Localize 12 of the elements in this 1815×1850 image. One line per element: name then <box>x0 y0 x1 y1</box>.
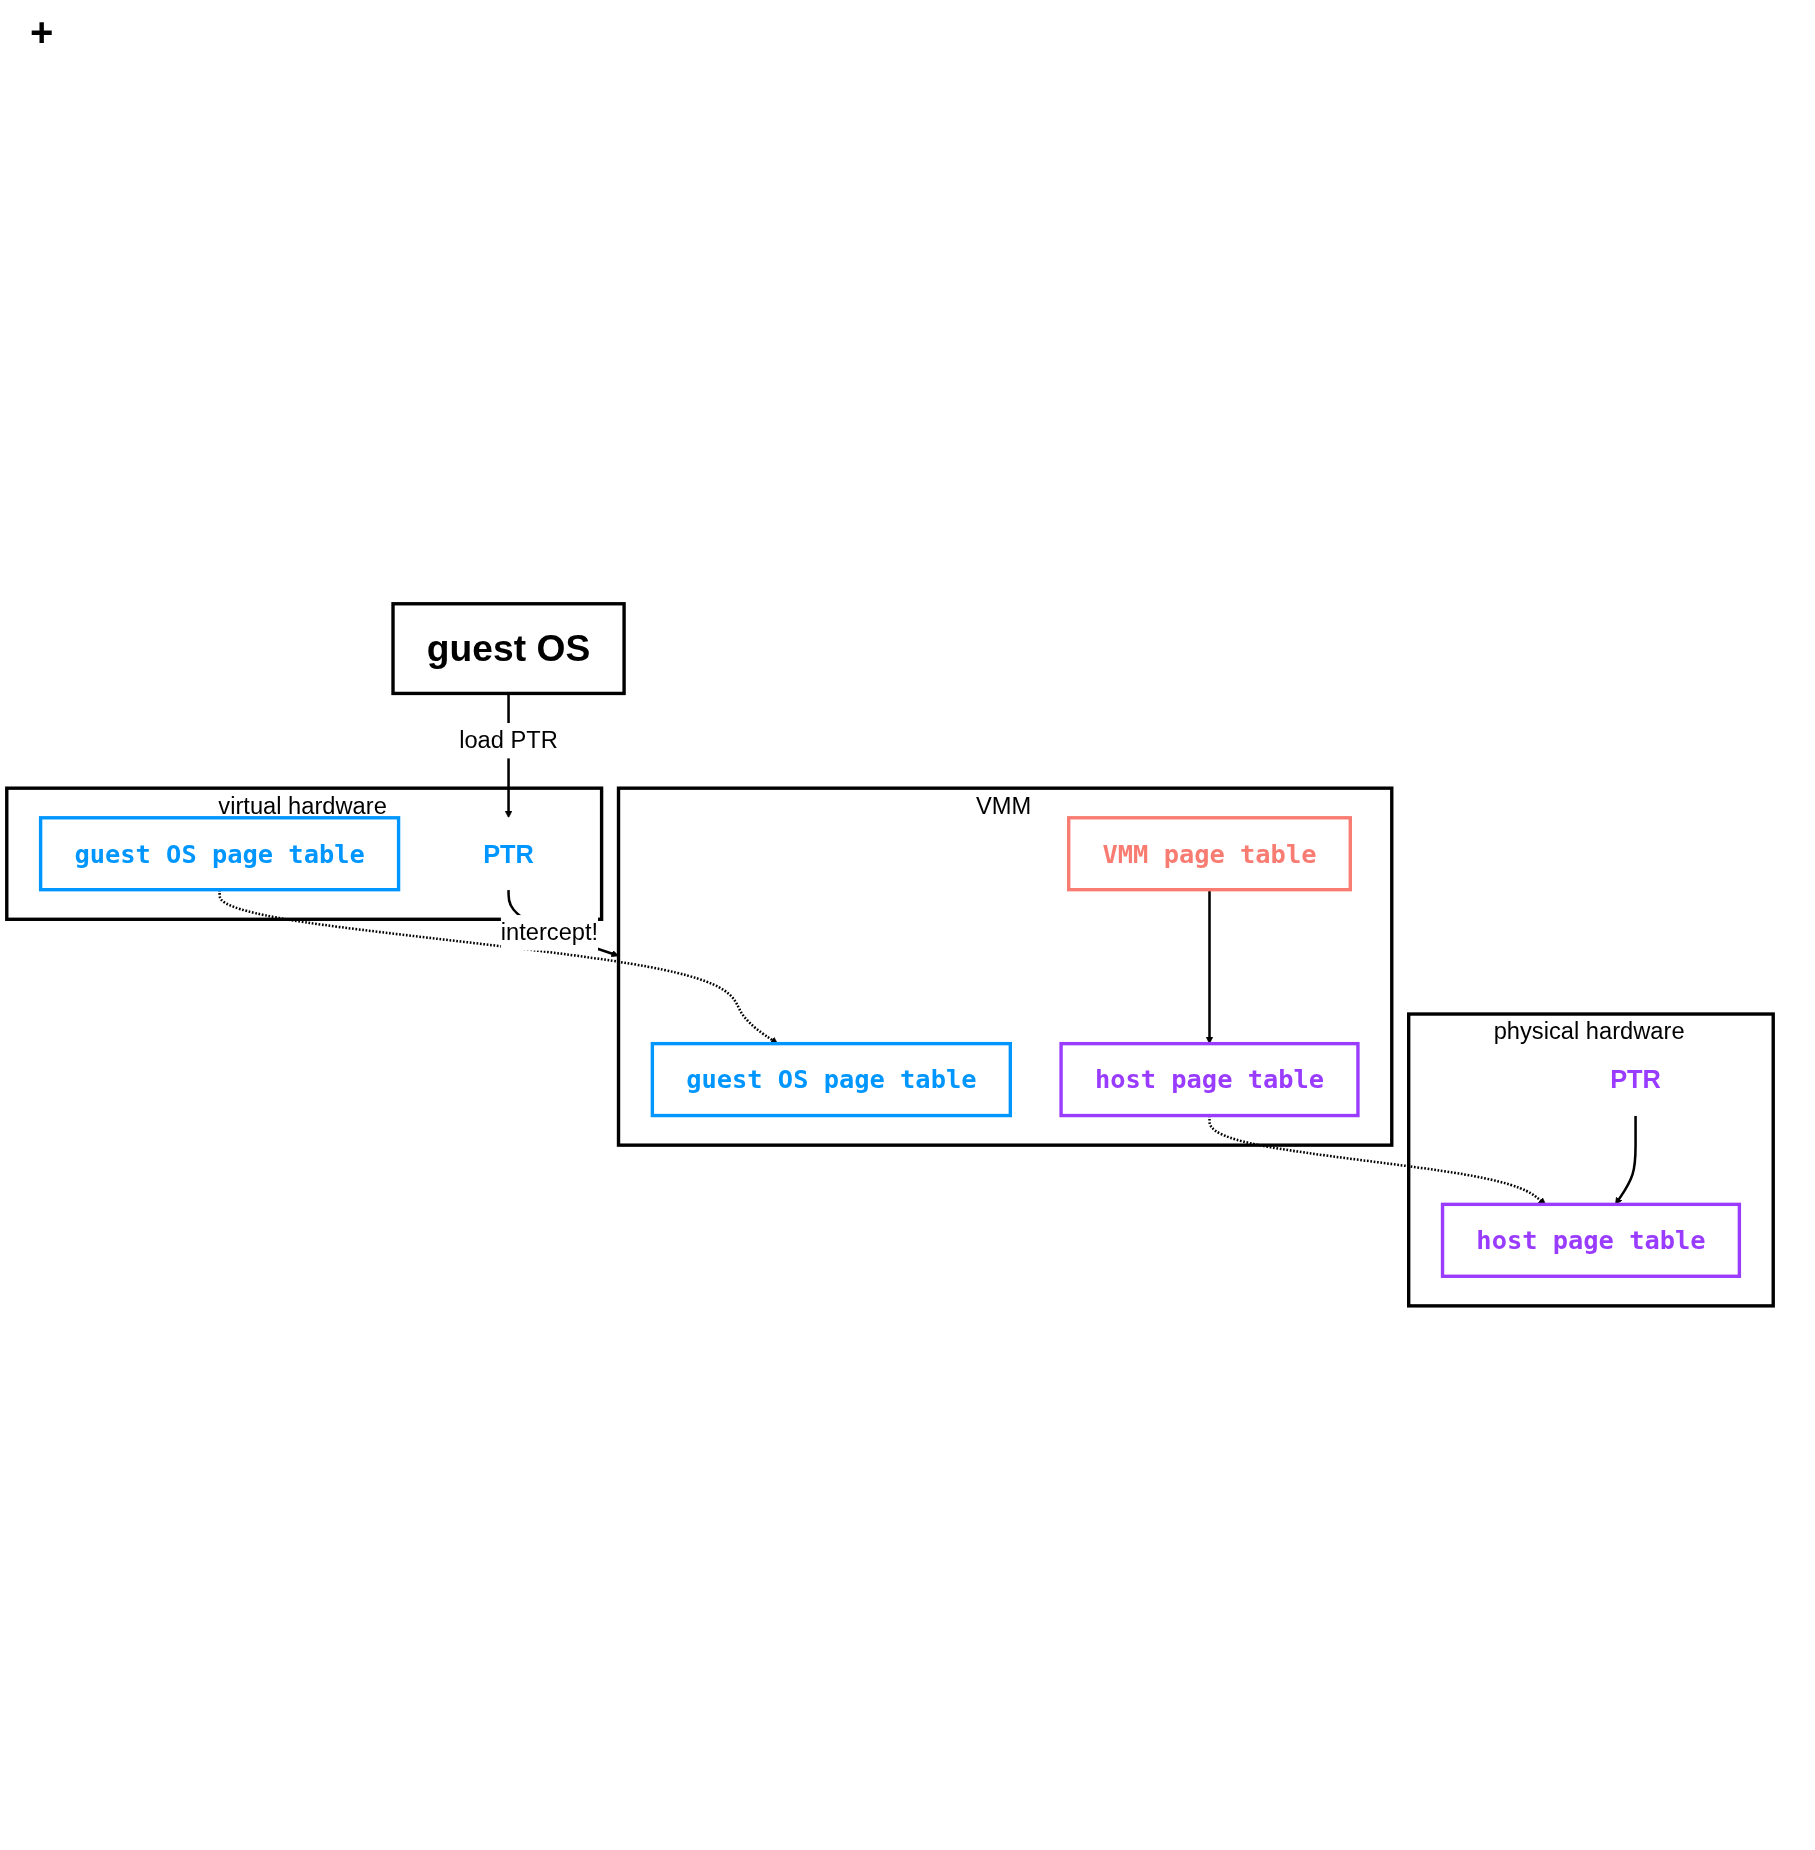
edge-label: intercept! <box>500 919 599 946</box>
node-text: PTR <box>1610 1065 1661 1094</box>
arrow <box>1615 1115 1637 1205</box>
node-box: host page table <box>1440 1202 1742 1279</box>
node-box: guest OS <box>391 602 626 696</box>
node-box: guest OS page table <box>38 816 401 892</box>
plus-sign: + <box>30 10 54 54</box>
edge-label: load PTR <box>459 727 558 754</box>
node-box: VMM page table <box>1067 816 1352 892</box>
node-box: host page table <box>1059 1042 1360 1118</box>
node-box: guest OS page table <box>650 1042 1012 1118</box>
node-text: PTR <box>483 839 534 868</box>
